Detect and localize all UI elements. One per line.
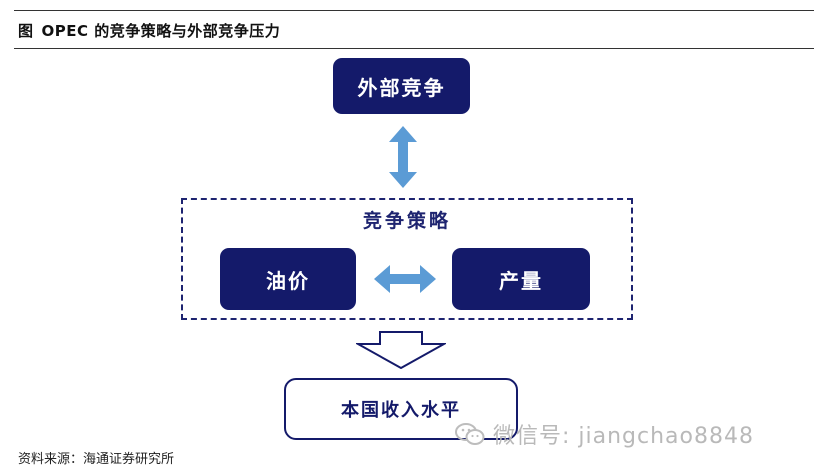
oil-price-label: 油价 [266,268,310,293]
horizontal-double-arrow-icon [374,265,436,293]
watermark-text: 微信号: jiangchao8848 [493,424,754,449]
source-note: 资料来源：海通证券研究所 [18,452,175,467]
production-label: 产量 [499,268,543,293]
vertical-double-arrow-icon [389,126,417,188]
figure-title: 图 OPEC 的竞争策略与外部竞争压力 [18,20,280,41]
strategy-frame [181,198,633,320]
figure-title-text: OPEC 的竞争策略与外部竞争压力 [41,22,281,40]
wechat-icon [455,423,485,445]
external-competition-label: 外部竞争 [357,75,446,100]
watermark: 微信号: jiangchao8848 [455,418,754,450]
strategy-label: 竞争策略 [362,210,451,232]
national-income-label: 本国收入水平 [341,400,461,421]
external-competition-box: 外部竞争 [333,58,470,114]
production-box: 产量 [452,248,590,310]
header-top-rule [14,10,814,11]
down-arrow-icon [356,331,446,369]
figure-prefix: 图 [18,22,34,40]
header-bottom-rule [14,48,814,49]
national-income-box: 本国收入水平 [284,378,518,440]
oil-price-box: 油价 [220,248,356,310]
